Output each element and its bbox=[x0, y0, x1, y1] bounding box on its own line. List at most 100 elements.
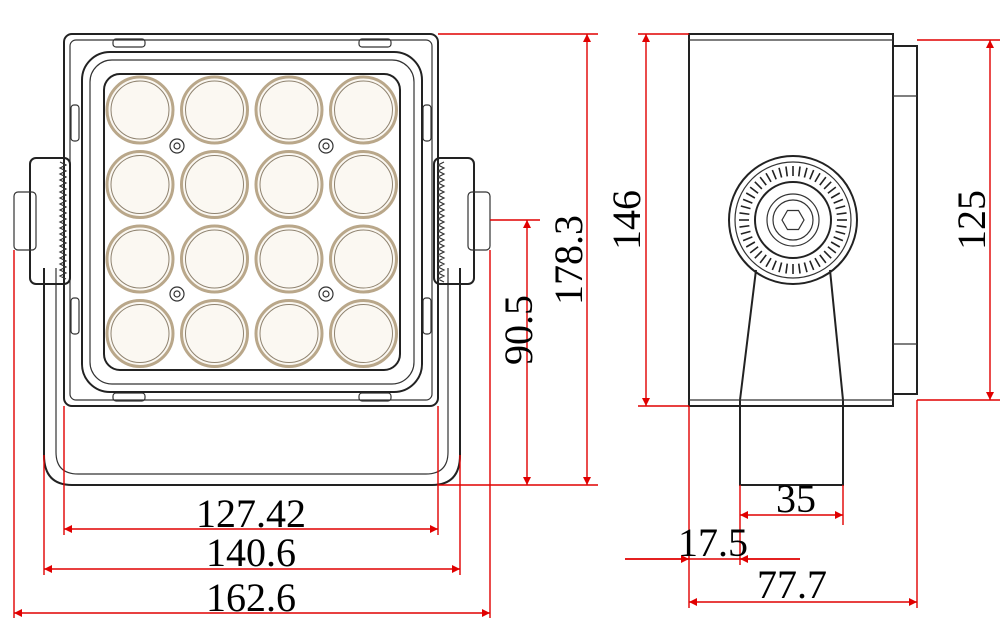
led-lens-inner-ring bbox=[259, 80, 319, 140]
led-lens bbox=[105, 224, 175, 294]
led-lens bbox=[329, 75, 398, 145]
led-lens-inner-ring bbox=[185, 229, 244, 289]
tilt-scale-tick bbox=[771, 169, 777, 180]
tilt-scale-tick bbox=[827, 246, 837, 254]
label-width-overall: 162.6 bbox=[206, 575, 296, 620]
tilt-scale-tick bbox=[835, 230, 846, 235]
tilt-scale-tick bbox=[809, 260, 815, 271]
tilt-scale-tick bbox=[749, 186, 759, 194]
tilt-scale-tick bbox=[745, 192, 756, 199]
tilt-scale-tick bbox=[823, 181, 832, 190]
tilt-scale-tick bbox=[819, 254, 827, 264]
led-lens-inner-ring bbox=[334, 229, 393, 289]
tilt-scale-tick bbox=[745, 241, 756, 248]
tilt-scale-tick bbox=[765, 172, 772, 183]
tilt-scale-tick bbox=[830, 241, 841, 248]
tilt-scale-tick bbox=[759, 176, 767, 186]
tilt-scale-tick bbox=[833, 198, 844, 204]
led-lens bbox=[180, 150, 249, 219]
label-bracket-offset: 17.5 bbox=[678, 520, 748, 565]
tilt-scale-tick bbox=[835, 205, 846, 210]
tilt-scale-tick bbox=[827, 186, 837, 194]
tilt-scale-tick bbox=[823, 250, 832, 259]
led-lens-inner-ring bbox=[259, 304, 319, 363]
led-lens-inner-ring bbox=[185, 304, 244, 363]
led-lens-inner-ring bbox=[259, 229, 319, 289]
led-lens-inner-ring bbox=[110, 155, 170, 214]
label-height-housing: 146 bbox=[604, 190, 649, 250]
tilt-scale-tick bbox=[742, 236, 753, 242]
side-dimensions: 146 125 35 17.5 77.7 bbox=[604, 34, 994, 607]
side-view bbox=[638, 33, 1000, 608]
led-lens bbox=[180, 299, 249, 368]
tilt-scale-tick bbox=[797, 263, 801, 274]
tilt-scale-tick bbox=[765, 257, 772, 268]
tilt-scale-tick bbox=[778, 167, 783, 178]
tilt-scale-tick bbox=[740, 205, 751, 210]
tilt-scale-tick bbox=[833, 236, 844, 242]
label-bracket-width: 35 bbox=[776, 476, 816, 521]
tilt-scale-tick bbox=[754, 181, 763, 190]
tilt-scale-ticks bbox=[739, 166, 847, 274]
side-front-bezel bbox=[892, 45, 918, 395]
led-lens bbox=[105, 75, 175, 145]
screw-holes bbox=[169, 138, 334, 302]
led-lens bbox=[254, 150, 324, 219]
side-bracket bbox=[739, 269, 844, 486]
led-lens-inner-ring bbox=[110, 304, 170, 363]
led-lens-inner-ring bbox=[110, 229, 170, 289]
right-tilt-knob bbox=[433, 157, 491, 285]
led-lens-inner-ring bbox=[334, 304, 393, 363]
tilt-scale-tick bbox=[830, 192, 841, 199]
label-height-pivot: 90.5 bbox=[496, 295, 541, 365]
led-lens bbox=[254, 224, 324, 294]
label-width-housing: 140.6 bbox=[206, 530, 296, 575]
left-tilt-knob bbox=[13, 157, 71, 285]
front-view bbox=[13, 33, 491, 486]
led-lens bbox=[180, 224, 249, 294]
led-lens-inner-ring bbox=[334, 80, 393, 140]
led-lens bbox=[329, 299, 398, 368]
led-lens bbox=[105, 299, 175, 368]
tilt-scale-tick bbox=[809, 169, 815, 180]
front-yoke bbox=[43, 268, 461, 486]
led-lens-inner-ring bbox=[259, 155, 319, 214]
label-height-overall: 178.3 bbox=[546, 215, 591, 305]
side-tilt-knob bbox=[728, 155, 858, 285]
tilt-scale-tick bbox=[739, 224, 750, 228]
tilt-scale-tick bbox=[740, 230, 751, 235]
led-lens-inner-ring bbox=[110, 80, 170, 140]
led-lens bbox=[105, 150, 175, 219]
led-lens bbox=[329, 150, 398, 219]
tilt-scale-tick bbox=[785, 263, 789, 274]
label-width-inner: 127.42 bbox=[196, 491, 306, 536]
tilt-scale-tick bbox=[836, 224, 847, 228]
tilt-scale-tick bbox=[819, 176, 827, 186]
side-housing bbox=[688, 33, 894, 407]
tilt-scale-tick bbox=[785, 166, 789, 177]
tilt-scale-tick bbox=[739, 212, 750, 216]
tilt-scale-tick bbox=[814, 172, 821, 183]
tilt-scale-tick bbox=[778, 262, 783, 273]
led-lens bbox=[180, 75, 249, 145]
lens-panel bbox=[103, 73, 401, 371]
led-lens bbox=[329, 224, 398, 294]
tilt-scale-tick bbox=[749, 246, 759, 254]
tilt-scale-tick bbox=[754, 250, 763, 259]
front-bezel bbox=[81, 51, 423, 393]
tilt-scale-tick bbox=[836, 212, 847, 216]
label-depth-overall: 77.7 bbox=[757, 562, 827, 607]
tilt-scale-tick bbox=[742, 198, 753, 204]
led-lens-array bbox=[105, 75, 398, 368]
tilt-scale-tick bbox=[814, 257, 821, 268]
tilt-scale-tick bbox=[803, 167, 808, 178]
tilt-scale-tick bbox=[797, 166, 801, 177]
led-lens bbox=[254, 299, 324, 368]
front-dimensions: 127.42 140.6 162.6 178.3 90.5 bbox=[13, 33, 598, 620]
tilt-scale-tick bbox=[759, 254, 767, 264]
tilt-scale-tick bbox=[803, 262, 808, 273]
label-height-front: 125 bbox=[949, 190, 994, 250]
led-lens-inner-ring bbox=[185, 155, 244, 214]
